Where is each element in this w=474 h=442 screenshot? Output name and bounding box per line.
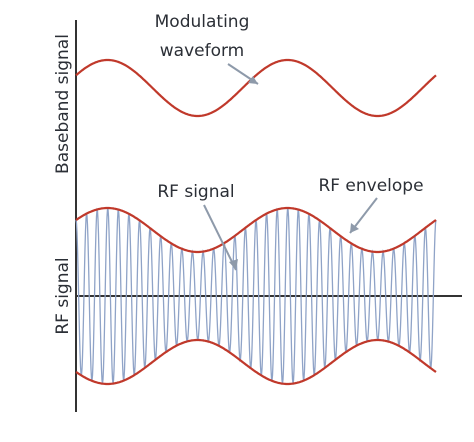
rf-signal-arrowhead — [229, 259, 238, 270]
rf-envelope-arrowhead — [350, 223, 359, 233]
rf-signal-label: RF signal — [157, 182, 234, 202]
rf-envelope-lower — [75, 338, 437, 386]
rf-signal-arrow — [203, 204, 237, 271]
rf-envelope-label: RF envelope — [318, 176, 423, 196]
modulating-arrowhead — [248, 76, 258, 84]
rf-envelope-upper — [75, 206, 437, 254]
modulating-waveform-label-line2: waveform — [160, 41, 244, 61]
modulating-waveform-label-line1: Modulating — [155, 12, 250, 32]
baseband-axis-title: Baseband signal — [53, 34, 73, 174]
rf-axis-title: RF signal — [53, 257, 73, 334]
baseband-modulating-waveform — [75, 58, 437, 118]
annotation-arrows — [203, 63, 378, 271]
